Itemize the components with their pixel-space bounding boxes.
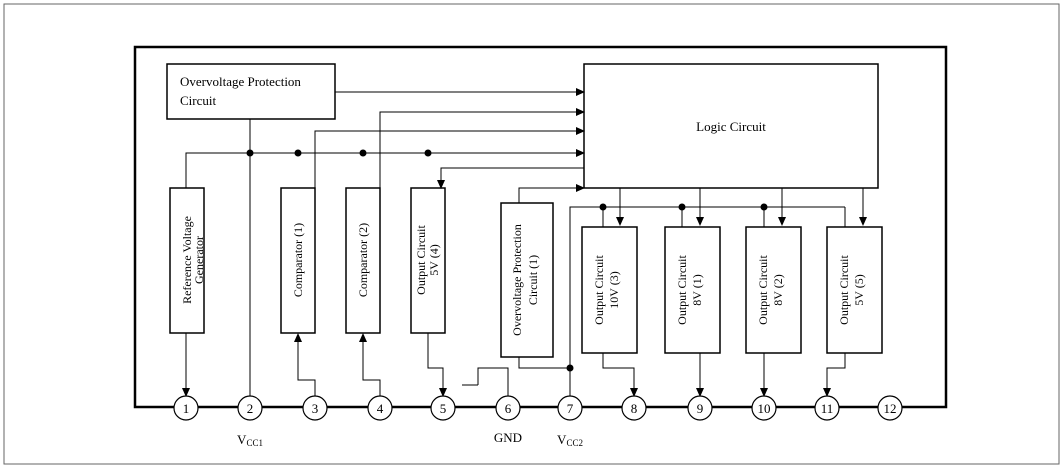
wire-pin4-to-comp2 [359, 333, 381, 397]
ovp1-line1: Overvoltage Protection [510, 224, 524, 336]
wire-vcc2-rail [569, 206, 845, 398]
out3-line1: Output Circuit [592, 255, 606, 325]
svg-text:11: 11 [821, 401, 834, 416]
ic-package [133, 45, 948, 409]
gnd-label: GND [494, 430, 522, 445]
ovp-main-line1: Overvoltage Protection [180, 74, 301, 89]
output-circuit-3-block: Output Circuit 10V (3) [581, 226, 638, 354]
comparator-2-block: Comparator (2) [345, 187, 381, 334]
pin-5: 5 [430, 395, 456, 421]
ovp1-line2: Circuit (1) [526, 255, 540, 305]
output-circuit-1-block: Output Circuit 8V (1) [664, 226, 721, 354]
out2-line1: Output Circuit [756, 255, 770, 325]
wire-out4-to-pin5 [427, 333, 447, 397]
out2-line2: 8V (2) [771, 274, 785, 305]
out3-line2: 10V (3) [607, 271, 621, 308]
wire-comp1-to-logic [314, 127, 585, 188]
out1-line2: 8V (1) [690, 274, 704, 305]
comparator-1-block: Comparator (1) [280, 187, 316, 334]
ovp-main-line2: Circuit [180, 93, 216, 108]
wire-logic-to-out4 [437, 167, 584, 189]
logic-circuit-block: Logic Circuit [583, 63, 879, 189]
wire-ovp1-to-logic [518, 184, 585, 203]
svg-text:1: 1 [183, 401, 190, 416]
pin-1: 1 [173, 395, 199, 421]
wire-gnd [462, 367, 509, 397]
wiring [182, 88, 867, 398]
vcc1-label: VCC1 [237, 432, 263, 448]
pin-2: 2 [237, 395, 263, 421]
svg-text:2: 2 [247, 401, 254, 416]
ref-line1: Reference Voltage [180, 216, 194, 304]
svg-text:3: 3 [312, 401, 319, 416]
ovp-main-block: Overvoltage Protection Circuit [166, 63, 336, 120]
svg-text:10: 10 [758, 401, 771, 416]
wire-out3-to-pin8 [602, 353, 638, 397]
pin-10: 10 [751, 395, 777, 421]
svg-text:6: 6 [505, 401, 512, 416]
logic-circuit-label: Logic Circuit [696, 119, 766, 134]
svg-text:9: 9 [697, 401, 704, 416]
junction-dots [246, 149, 768, 372]
wire-comp2-to-logic [379, 108, 585, 188]
pin-9: 9 [687, 395, 713, 421]
pin-row: 1 2 3 4 5 6 7 8 9 10 11 12 [173, 395, 903, 421]
svg-text:5: 5 [440, 401, 447, 416]
out1-line1: Output Circuit [675, 255, 689, 325]
wire-reference-bus [185, 149, 585, 188]
svg-text:4: 4 [377, 401, 384, 416]
wire-out5-to-pin11 [823, 353, 846, 397]
out4-line1: Output Circuit [414, 225, 428, 295]
svg-text:7: 7 [567, 401, 574, 416]
svg-text:12: 12 [884, 401, 897, 416]
output-circuit-2-block: Output Circuit 8V (2) [745, 226, 802, 354]
pin-3: 3 [302, 395, 328, 421]
out5-line1: Output Circuit [837, 255, 851, 325]
reference-voltage-block: Reference Voltage Generator [169, 187, 206, 334]
out5-line2: 5V (5) [852, 274, 866, 305]
vcc2-label: VCC2 [557, 432, 583, 448]
wire-pin3-to-comp1 [294, 333, 316, 397]
out4-line2: 5V (4) [427, 244, 441, 275]
svg-text:8: 8 [631, 401, 638, 416]
pin-12: 12 [877, 395, 903, 421]
pin-7: 7 [557, 395, 583, 421]
output-circuit-5-block: Output Circuit 5V (5) [826, 226, 883, 354]
pin-11: 11 [814, 395, 840, 421]
output-circuit-4-block: Output Circuit 5V (4) [410, 187, 446, 334]
wire-ovp1-to-vcc2 [518, 357, 570, 369]
outer-border [3, 3, 1060, 465]
comp2-label: Comparator (2) [356, 223, 370, 297]
pin-8: 8 [621, 395, 647, 421]
comp1-label: Comparator (1) [291, 223, 305, 297]
pin-4: 4 [367, 395, 393, 421]
ref-line2: Generator [192, 236, 206, 284]
pin-6: 6 [495, 395, 521, 421]
ovp-1-block: Overvoltage Protection Circuit (1) [500, 202, 554, 358]
